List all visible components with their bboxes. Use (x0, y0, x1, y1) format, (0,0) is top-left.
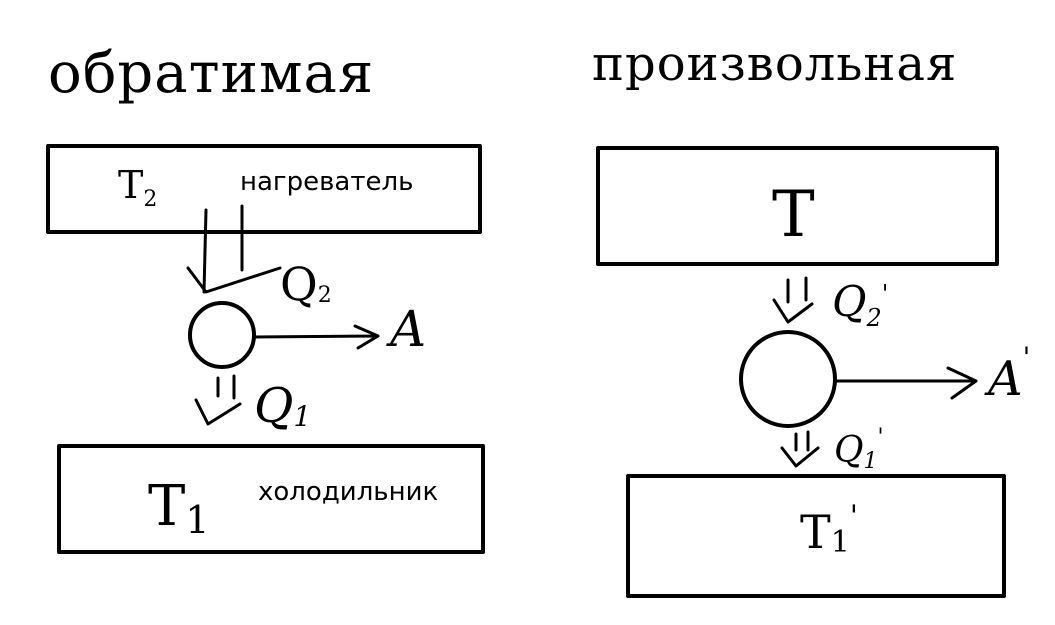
right-work-label: A' (984, 341, 1030, 407)
right-heat-out-symbol: Q (834, 430, 864, 471)
right-heat-in-prime: ' (882, 280, 889, 308)
right-heater-temp: T (772, 178, 815, 252)
left-heat-in-arrow-shaft (202, 204, 244, 294)
left-work-label: A (386, 300, 426, 358)
right-cooler-temp-symbol: T (800, 505, 831, 559)
left-heater-temp: T2 (118, 163, 157, 212)
left-heater-temp-symbol: T (118, 163, 143, 207)
left-cooler-temp-sub: 1 (185, 498, 209, 542)
left-title: обратимая (48, 41, 374, 106)
right-work-arrow (834, 366, 978, 400)
right-cooler-temp: T1' (800, 499, 858, 560)
right-cooler-temp-sub: 1 (831, 525, 850, 560)
right-engine-group: произвольная T Q2' A' Q1' T1' (592, 36, 1030, 598)
left-cooler-label: холодильник (258, 477, 438, 507)
left-heater-temp-sub: 2 (143, 187, 157, 212)
left-heat-in-sub: 2 (318, 283, 332, 308)
right-working-body-circle (739, 330, 837, 428)
left-heater-label: нагреватель (240, 167, 413, 197)
right-heat-in-sub: 2 (865, 304, 881, 332)
right-heat-in-arrow (772, 276, 814, 324)
left-heat-out-arrow (194, 374, 242, 426)
left-cooler-temp: T1 (148, 474, 210, 542)
left-cooler-temp-symbol: T (148, 474, 185, 539)
right-work-prime: ' (1023, 341, 1031, 374)
left-engine-group: обратимая T2 нагреватель Q2 A Q1 T1 холо… (46, 41, 485, 554)
right-heat-out-prime: ' (878, 425, 884, 450)
right-cooler-box (626, 474, 1006, 598)
left-heater-box (46, 144, 482, 234)
left-heat-in-symbol: Q (280, 257, 318, 311)
right-cooler-temp-prime: ' (850, 499, 858, 534)
left-heat-out-label: Q1 (254, 378, 311, 434)
right-heat-in-symbol: Q (832, 277, 866, 326)
left-work-arrow (252, 324, 380, 350)
left-heat-in-label: Q2 (280, 257, 332, 311)
right-work-symbol: A (984, 351, 1023, 407)
right-heat-out-sub: 1 (864, 449, 878, 474)
left-cooler-box (57, 444, 485, 554)
right-heat-out-label: Q1' (834, 425, 884, 474)
right-heater-box (596, 146, 999, 266)
right-title: произвольная (592, 36, 957, 92)
left-heat-out-sub: 1 (293, 400, 311, 433)
right-heat-out-arrow (780, 430, 820, 468)
left-heat-out-symbol: Q (254, 378, 293, 434)
right-heat-in-label: Q2' (832, 277, 888, 332)
left-heat-in-arrow-head (186, 266, 282, 294)
left-working-body-circle (188, 301, 256, 369)
